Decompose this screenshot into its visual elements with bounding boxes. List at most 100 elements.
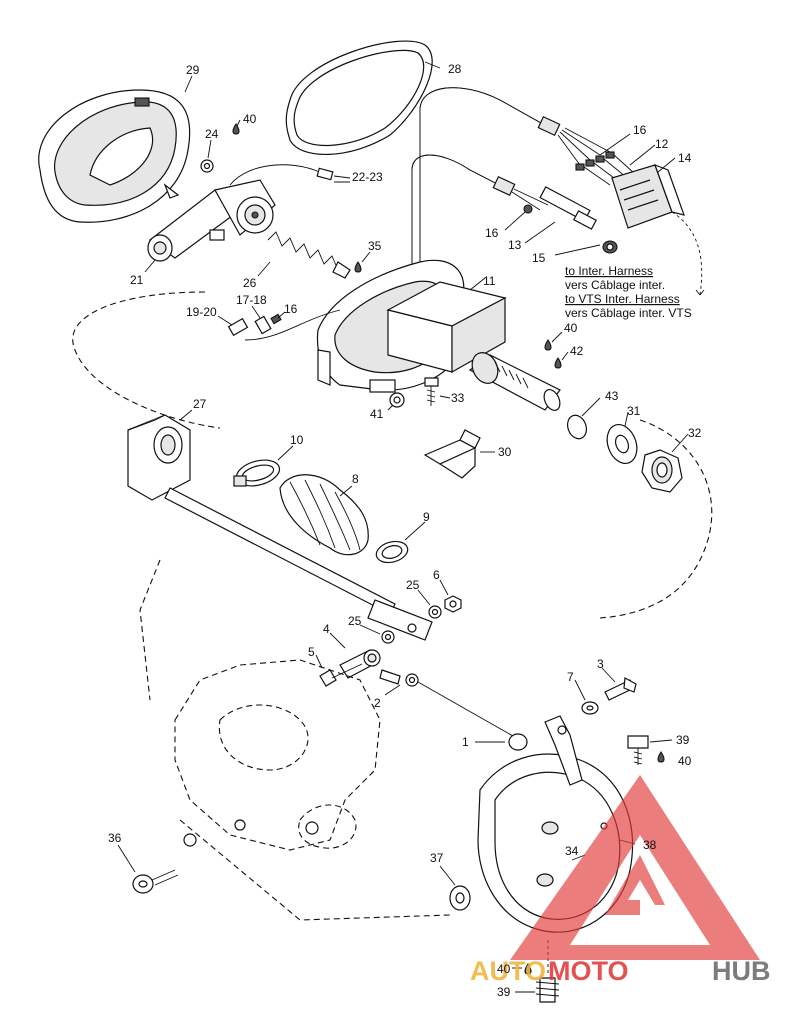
part-3-bolt <box>604 677 637 701</box>
part-8-boot <box>279 474 369 556</box>
part-5-bolt <box>319 663 363 687</box>
callout-40-bottom: 40 <box>497 962 511 976</box>
part-29-cover <box>38 89 191 223</box>
callout-33: 33 <box>451 391 465 405</box>
part-16-pin <box>523 204 533 214</box>
callout-28: 28 <box>448 62 462 76</box>
callout-35: 35 <box>368 239 382 253</box>
callout-1: 1 <box>462 735 469 749</box>
part-9-clamp <box>375 540 409 564</box>
part-1-cable <box>417 681 521 741</box>
part-12-terminals <box>575 151 635 186</box>
part-22-23-terminal <box>316 167 334 181</box>
part-37-grommet <box>449 885 471 911</box>
part-39-fitting-bottom <box>535 977 560 1003</box>
part-28-belt <box>285 40 433 156</box>
callout-41: 41 <box>370 407 384 421</box>
part-2-nut <box>379 669 419 687</box>
callout-14: 14 <box>678 151 692 165</box>
watermark-text-hub: HUB <box>712 956 771 986</box>
part-32-nut <box>641 449 683 493</box>
thread-locker-drop-icon-6 <box>524 963 532 975</box>
thread-locker-drop-icon-2 <box>354 261 362 273</box>
thread-locker-drop-icon <box>232 123 240 135</box>
part-19-20-sleeve <box>227 317 249 337</box>
callout-13: 13 <box>508 238 522 252</box>
callout-31: 31 <box>627 404 641 418</box>
part-output-shaft <box>468 352 561 411</box>
callout-38: 38 <box>643 838 657 852</box>
part-25-washer <box>428 605 442 619</box>
callout-16-top: 16 <box>633 123 647 137</box>
callout-36: 36 <box>108 831 122 845</box>
callout-8: 8 <box>352 472 359 486</box>
part-gearbox <box>174 659 381 851</box>
callout-32: 32 <box>688 426 702 440</box>
watermark-triangle-icon <box>510 775 760 960</box>
part-13-connector-body <box>539 186 597 230</box>
callout-43: 43 <box>605 389 619 403</box>
callout-25-mid: 25 <box>348 614 362 628</box>
part-25-washer-2 <box>381 630 395 644</box>
callout-19-20: 19-20 <box>186 305 217 319</box>
part-15-seal <box>602 240 618 254</box>
callout-26: 26 <box>243 276 257 290</box>
harness-routing-note: to Inter. Harness vers Câblage inter. to… <box>565 264 692 320</box>
part-harness-cable <box>411 87 611 300</box>
part-drive-shaft <box>164 487 433 641</box>
callout-16-low: 16 <box>284 302 298 316</box>
callout-3: 3 <box>597 657 604 671</box>
callout-15: 15 <box>532 251 546 265</box>
callout-34: 34 <box>565 844 579 858</box>
callout-16-mid: 16 <box>485 226 499 240</box>
part-31-washer <box>606 424 638 464</box>
part-43-o-ring <box>566 414 588 440</box>
callout-40-top: 40 <box>243 112 257 126</box>
note-line-2: vers Câblage inter. <box>565 278 665 292</box>
part-21-motor <box>147 179 276 262</box>
callout-9: 9 <box>423 510 430 524</box>
watermark-text-auto: AUTO <box>470 956 546 986</box>
callout-25-top: 25 <box>406 578 420 592</box>
callout-12: 12 <box>655 137 669 151</box>
thread-locker-drop-icon-5 <box>657 751 665 763</box>
part-39-fitting-top <box>627 735 649 765</box>
part-24-nut <box>200 159 214 173</box>
part-27-shaft-mount <box>127 414 191 501</box>
alignment-dashed-lower <box>139 559 451 921</box>
part-4-rod-end <box>339 649 381 679</box>
callout-17-18: 17-18 <box>236 293 267 307</box>
watermark-text-moto: MOTO <box>548 956 629 986</box>
part-33-bolt <box>424 377 439 406</box>
callout-21: 21 <box>130 273 144 287</box>
alignment-dashed-loop <box>72 291 221 429</box>
part-16-small-pin <box>270 313 282 325</box>
callout-39-top: 39 <box>676 733 690 747</box>
part-7-washer <box>581 701 599 715</box>
alignment-dashed-loop-right <box>599 419 713 619</box>
part-26-spring <box>267 231 351 279</box>
callout-4: 4 <box>323 622 330 636</box>
part-41-nut <box>389 392 405 408</box>
callout-11: 11 <box>483 274 496 288</box>
callout-30: 30 <box>498 445 512 459</box>
callout-29: 29 <box>186 63 200 77</box>
callout-24: 24 <box>205 127 219 141</box>
callout-40-mid: 40 <box>564 321 578 335</box>
note-line-1: to Inter. Harness <box>565 264 653 278</box>
part-10-clamp <box>233 459 281 487</box>
callout-27: 27 <box>193 397 207 411</box>
callout-39-bottom: 39 <box>497 985 511 999</box>
part-6-nut <box>444 595 462 613</box>
part-36-bolt <box>132 869 179 894</box>
part-22-23-wire <box>229 164 326 186</box>
callout-10: 10 <box>290 433 304 447</box>
part-14-connector <box>611 163 685 229</box>
callout-6: 6 <box>433 568 440 582</box>
callout-5: 5 <box>308 645 315 659</box>
callout-42: 42 <box>570 344 584 358</box>
watermark-logo: AUTO MOTO HUB <box>470 775 771 986</box>
part-11-module <box>386 281 507 374</box>
thread-locker-drop-icon-4 <box>554 357 562 369</box>
